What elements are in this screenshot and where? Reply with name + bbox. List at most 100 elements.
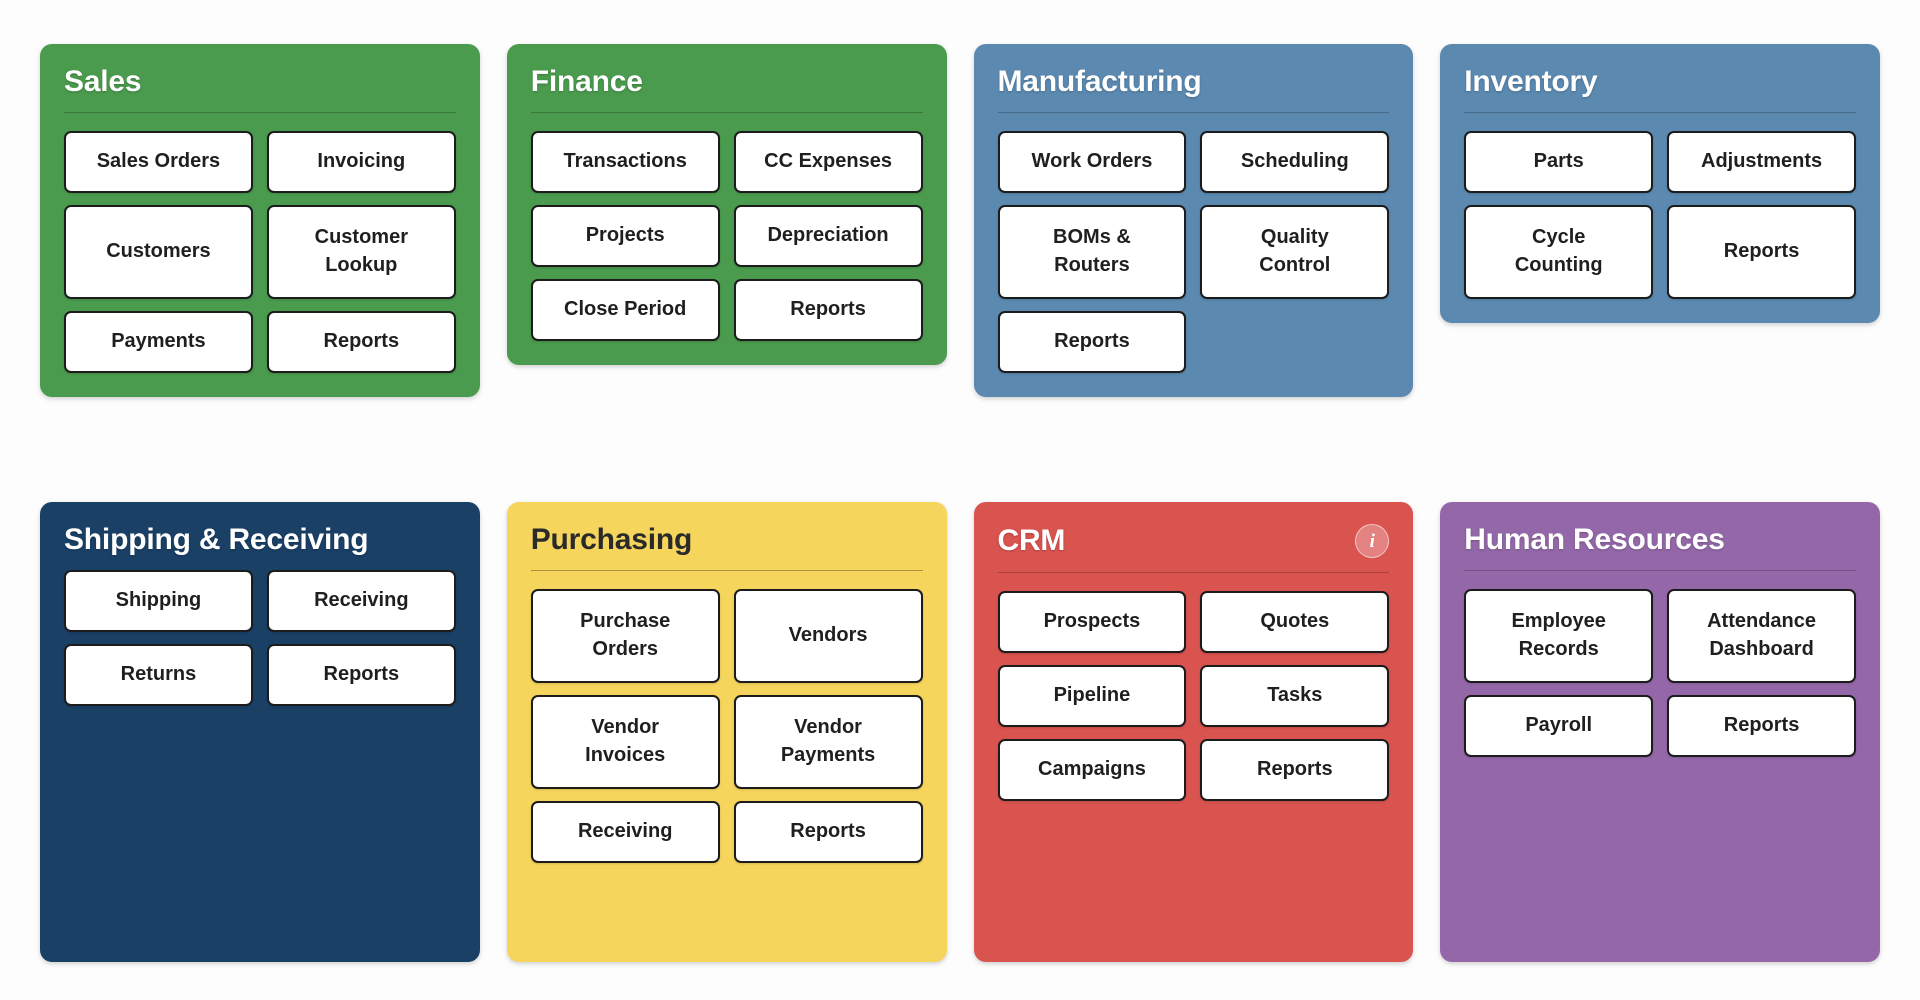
tile-vendor-payments[interactable]: Vendor Payments	[733, 694, 923, 789]
panel-divider	[997, 111, 1390, 113]
tile-label: Reports	[1723, 713, 1800, 736]
tile-receiving[interactable]: Receiving	[530, 800, 720, 863]
tile-adjustments[interactable]: Adjustments	[1667, 130, 1856, 193]
tile-purchase-orders[interactable]: Purchase Orders	[530, 588, 720, 683]
tile-returns[interactable]: Returns	[64, 643, 253, 706]
tile-label: Quality Control	[1259, 225, 1331, 276]
tile-projects[interactable]: Projects	[530, 204, 720, 267]
panel-header-inventory: Inventory	[1464, 66, 1856, 112]
tile-label: Reports	[1723, 239, 1800, 262]
panel-divider	[1464, 111, 1856, 113]
tile-prospects[interactable]: Prospects	[997, 591, 1187, 653]
panel-title: Shipping & Receiving	[64, 523, 369, 556]
tile-boms-routers[interactable]: BOMs & Routers	[997, 204, 1187, 299]
tile-work-orders[interactable]: Work Orders	[997, 130, 1187, 193]
tile-invoicing[interactable]: Invoicing	[266, 130, 456, 193]
tile-scheduling[interactable]: Scheduling	[1200, 130, 1390, 193]
tile-reports[interactable]: Reports	[733, 800, 923, 863]
tile-depreciation[interactable]: Depreciation	[733, 204, 923, 267]
tile-reports[interactable]: Reports	[1667, 694, 1856, 757]
tile-label: Adjustments	[1701, 149, 1823, 172]
tile-label: BOMs & Routers	[1053, 225, 1131, 276]
tile-reports[interactable]: Reports	[733, 278, 923, 341]
tile-payroll[interactable]: Payroll	[1464, 694, 1654, 757]
tile-cc-expenses[interactable]: CC Expenses	[733, 130, 923, 193]
tile-employee-records[interactable]: Employee Records	[1464, 588, 1654, 683]
tile-label: Work Orders	[1031, 149, 1153, 172]
panel-header-human-resources: Human Resources	[1464, 524, 1856, 570]
panel-divider	[997, 572, 1390, 573]
tile-label: Shipping	[115, 588, 202, 611]
tile-reports[interactable]: Reports	[266, 310, 456, 373]
panel-title: Sales	[64, 65, 142, 98]
panel-header-shipping-receiving: Shipping & Receiving	[64, 524, 456, 570]
tile-label: Transactions	[563, 149, 687, 172]
tile-label: Pipeline	[1053, 684, 1131, 707]
tile-label: Payments	[111, 329, 206, 352]
panel-divider	[1464, 569, 1856, 571]
tile-label: Reports	[1054, 329, 1130, 352]
tile-parts[interactable]: Parts	[1464, 130, 1654, 193]
panel-divider	[530, 111, 923, 113]
tile-reports[interactable]: Reports	[266, 643, 456, 706]
tile-label: Cycle Counting	[1514, 225, 1603, 276]
tile-label: Reports	[1257, 758, 1333, 781]
info-icon[interactable]: i	[1355, 524, 1390, 558]
tile-label: Projects	[585, 223, 665, 246]
tile-reports[interactable]: Reports	[1667, 204, 1856, 299]
tile-pipeline[interactable]: Pipeline	[997, 665, 1187, 727]
tile-tasks[interactable]: Tasks	[1200, 665, 1390, 727]
tile-label: Tasks	[1267, 684, 1323, 707]
tile-customers[interactable]: Customers	[64, 204, 253, 299]
tile-close-period[interactable]: Close Period	[530, 278, 720, 341]
tile-label: Close Period	[564, 297, 687, 320]
tile-vendor-invoices[interactable]: Vendor Invoices	[530, 694, 720, 789]
tile-sales-orders[interactable]: Sales Orders	[64, 130, 253, 193]
tile-label: Prospects	[1043, 610, 1141, 633]
info-icon-glyph: i	[1369, 530, 1375, 552]
tile-reports[interactable]: Reports	[1200, 739, 1390, 801]
tile-label: Payroll	[1525, 713, 1593, 736]
tile-label: Receiving	[314, 588, 409, 611]
tile-label: Customers	[106, 239, 211, 262]
tile-label: Vendors	[788, 623, 868, 646]
tile-label: Customer Lookup	[314, 225, 408, 276]
tile-reports[interactable]: Reports	[997, 310, 1187, 373]
tile-customer-lookup[interactable]: Customer Lookup	[266, 204, 456, 299]
tile-receiving[interactable]: Receiving	[266, 569, 456, 632]
tile-campaigns[interactable]: Campaigns	[997, 739, 1187, 801]
tile-vendors[interactable]: Vendors	[733, 588, 923, 683]
tile-label: Reports	[790, 819, 866, 842]
panel-title: Finance	[530, 65, 643, 98]
tile-label: Parts	[1533, 149, 1584, 172]
tile-shipping[interactable]: Shipping	[64, 569, 253, 632]
tile-label: Reports	[790, 297, 866, 320]
tile-cycle-counting[interactable]: Cycle Counting	[1464, 204, 1654, 299]
tile-quality-control[interactable]: Quality Control	[1200, 204, 1390, 299]
tile-attendance-dashboard[interactable]: Attendance Dashboard	[1667, 588, 1856, 683]
panel-title: Manufacturing	[997, 65, 1202, 98]
tile-label: Campaigns	[1038, 758, 1146, 781]
tile-payments[interactable]: Payments	[64, 310, 253, 373]
tile-quotes[interactable]: Quotes	[1200, 591, 1390, 653]
tile-label: Employee Records	[1511, 609, 1606, 660]
panel-title: CRM	[997, 524, 1066, 558]
panel-header-purchasing: Purchasing	[531, 524, 923, 570]
tile-label: Quotes	[1260, 610, 1330, 633]
panel-header-sales: Sales	[64, 66, 456, 112]
tile-label: Sales Orders	[96, 149, 221, 172]
tile-transactions[interactable]: Transactions	[530, 130, 720, 193]
